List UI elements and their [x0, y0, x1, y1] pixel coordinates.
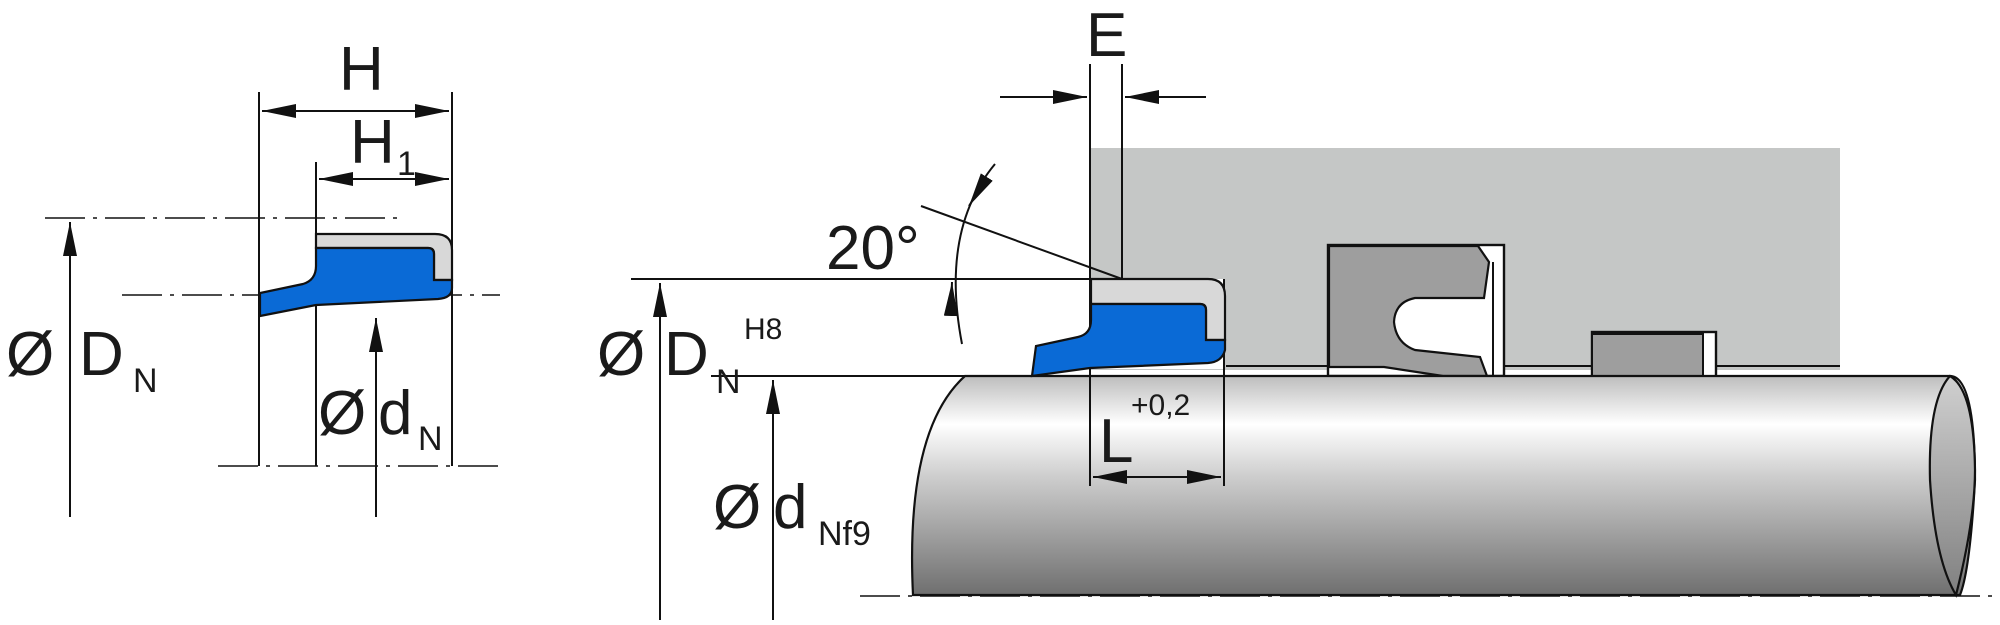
wiper-lip-blue — [1030, 302, 1227, 378]
dn-right-label: D — [664, 320, 709, 389]
rod-end — [1928, 374, 1977, 598]
h-label: H — [339, 35, 384, 104]
dn-small-label: d — [378, 379, 412, 448]
e-label: E — [1086, 1, 1127, 70]
dn-small-symbol: Ø — [318, 379, 366, 448]
dn-left-symbol: Ø — [6, 320, 54, 389]
rod-symbol: Ø — [713, 473, 761, 542]
rod-label: d — [773, 473, 807, 542]
dn-left-subscript: N — [133, 362, 158, 400]
piston-rod — [910, 374, 1977, 597]
left-view: H H 1 Ø D N Ø d N — [6, 35, 500, 517]
dn-right-symbol: Ø — [597, 320, 645, 389]
angle-label: 20° — [826, 214, 920, 283]
l-label: L — [1099, 407, 1133, 476]
rod-subscript: Nf9 — [818, 515, 871, 553]
seal-lip-blue — [258, 246, 454, 318]
l-tolerance: +0,2 — [1131, 389, 1190, 422]
guide-ring — [1591, 333, 1704, 378]
rod-seal — [1327, 244, 1491, 378]
angle-arrow — [968, 173, 993, 207]
right-view: E 20° Ø D N H8 Ø d Nf9 L +0,2 — [597, 1, 1995, 620]
dn-left-label: D — [79, 320, 124, 389]
dn-small-subscript: N — [418, 420, 443, 458]
dn-right-subscript: N — [716, 363, 741, 401]
h1-subscript: 1 — [397, 145, 416, 183]
dn-right-tolerance: H8 — [744, 313, 782, 346]
angle-arc — [954, 163, 996, 345]
chamfer-line — [920, 205, 1123, 280]
angle-arrow — [943, 281, 958, 317]
h1-label: H — [350, 108, 395, 177]
